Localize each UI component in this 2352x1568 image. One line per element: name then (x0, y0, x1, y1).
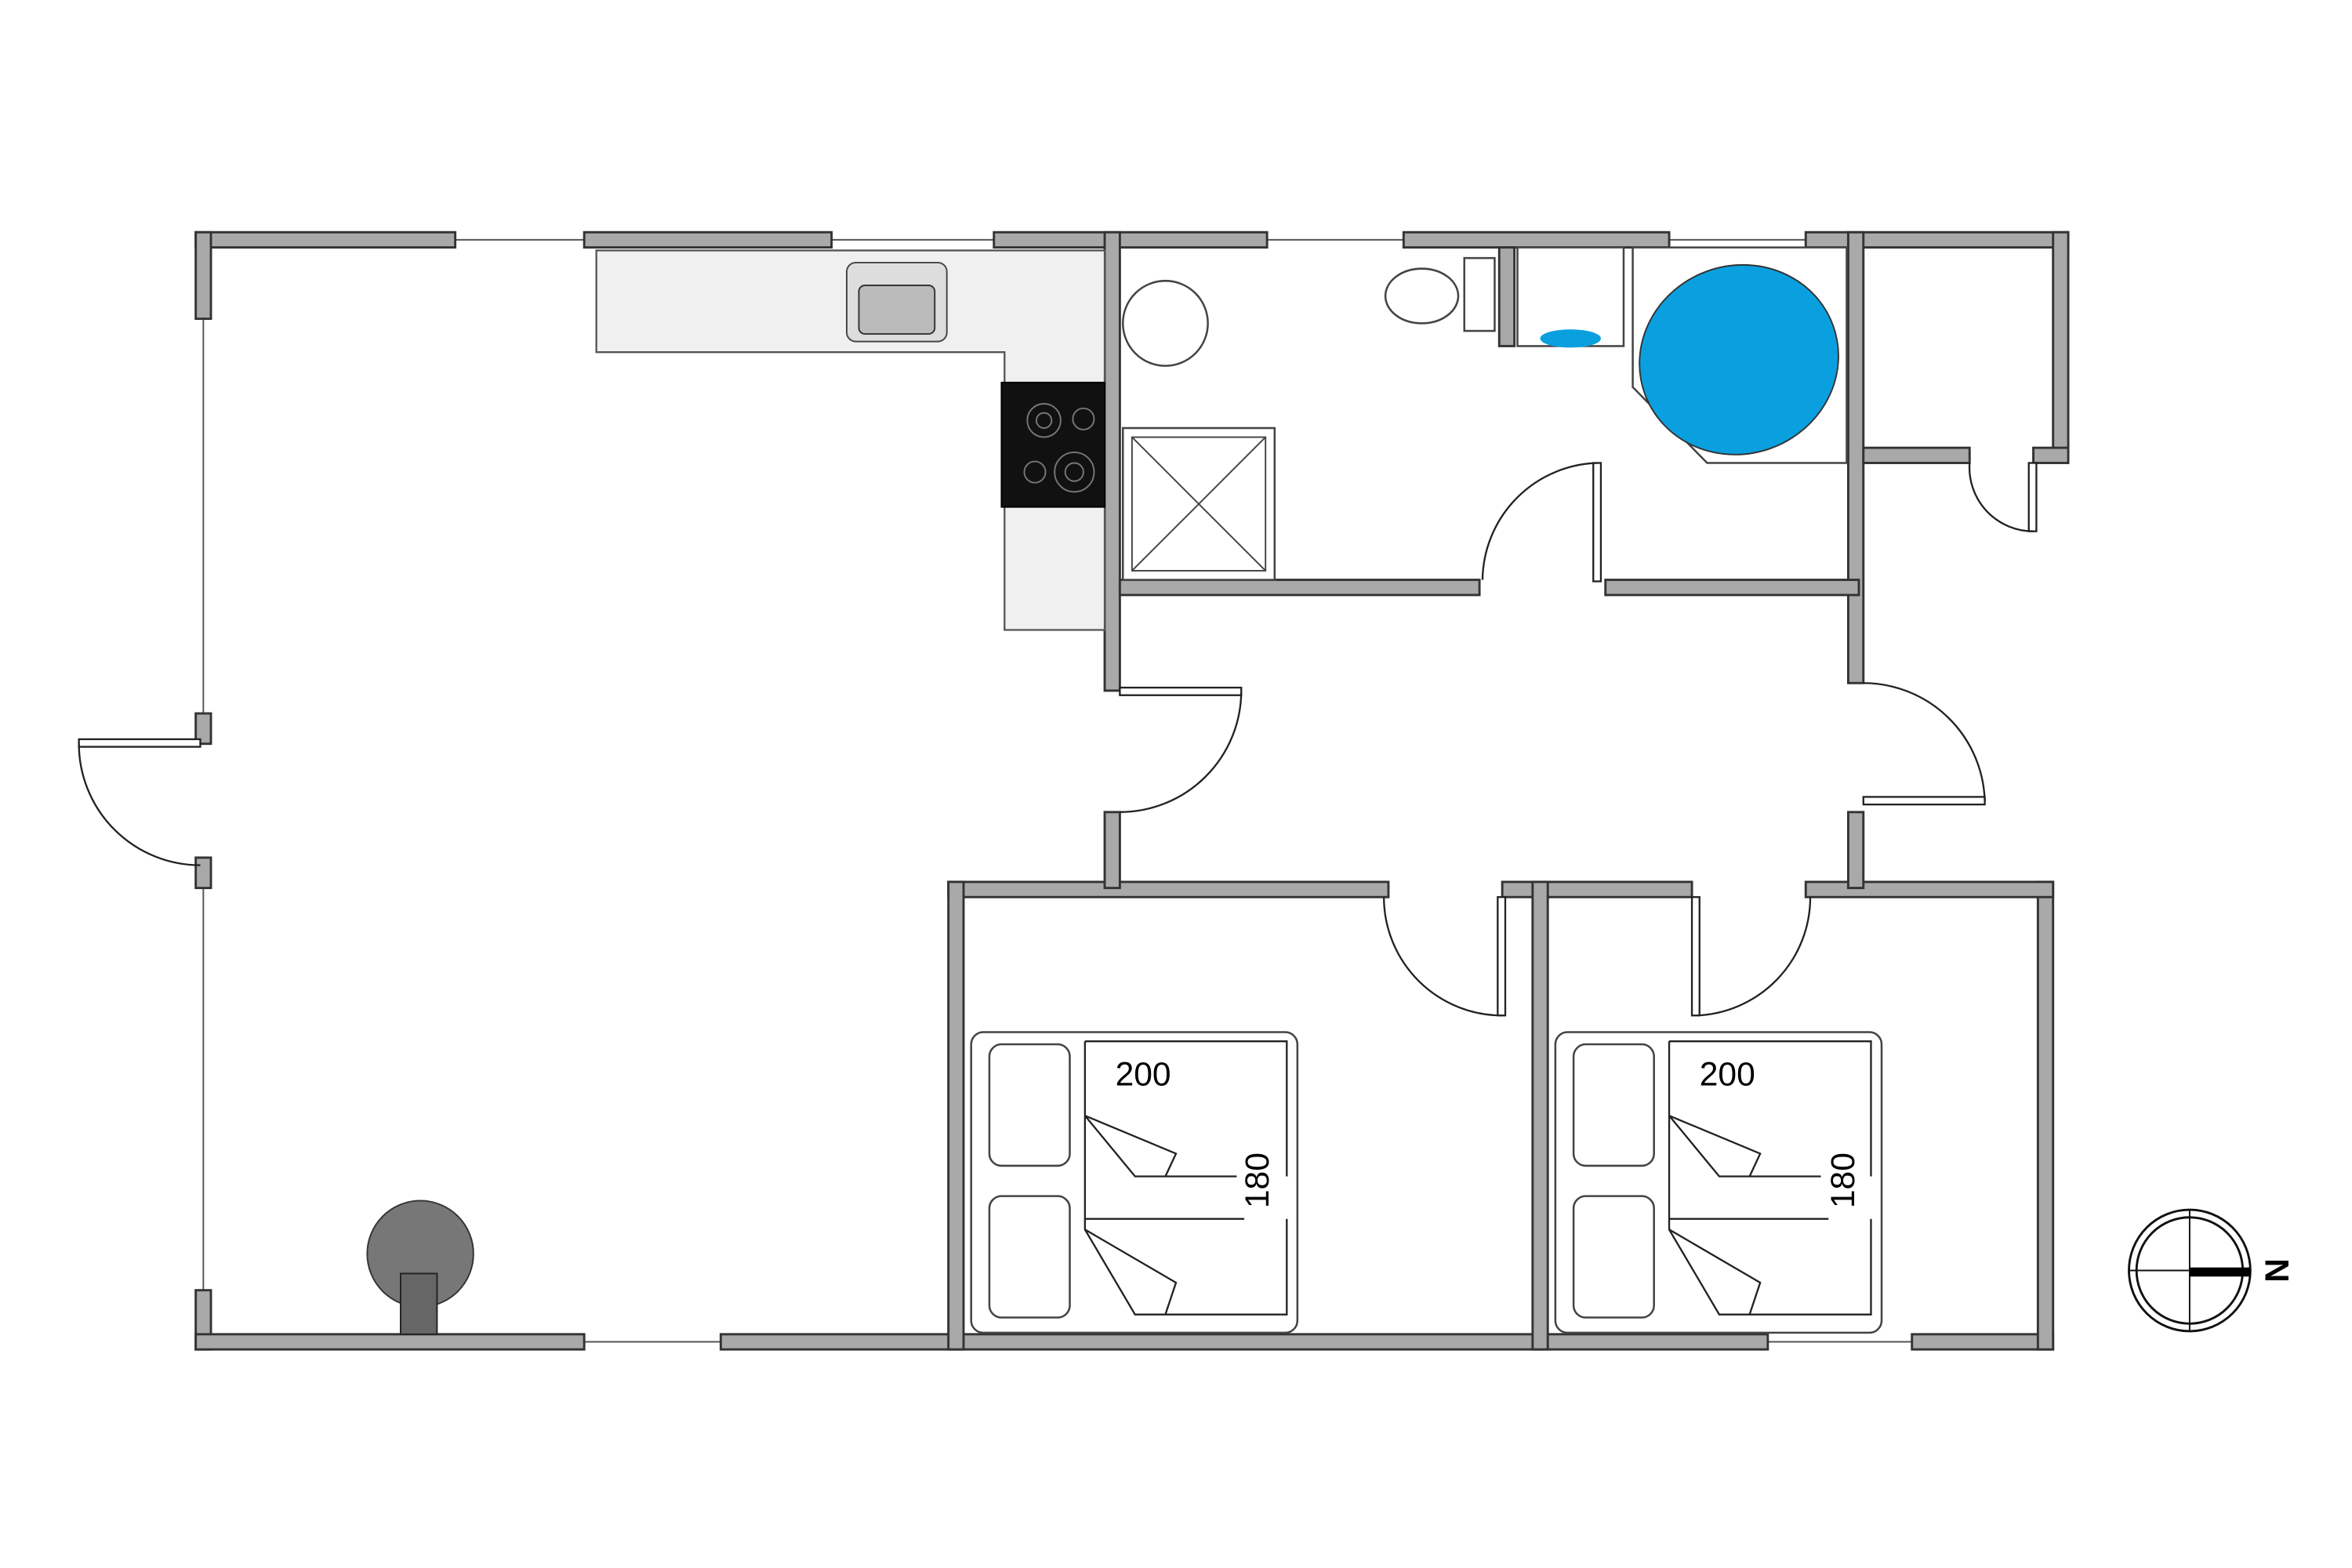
bed-width-label: 180 (1824, 1152, 1862, 1208)
bathroom-door (1481, 462, 1602, 583)
stove (1000, 381, 1105, 508)
bathroom (1122, 246, 1848, 581)
storage-door (1968, 462, 2038, 532)
bathtub-water (1639, 263, 1839, 456)
toilet (1384, 267, 1460, 325)
bedroom-2-door (1690, 896, 1812, 1017)
walls (194, 230, 2070, 1351)
kitchen (595, 249, 1106, 631)
fireplace (366, 1200, 474, 1335)
kitchen-counter (595, 249, 1106, 631)
windows (202, 238, 1912, 1343)
hall-door-left (1119, 686, 1243, 813)
bedroom-1-door (1383, 896, 1507, 1017)
north-label: N (2258, 1258, 2296, 1283)
compass-icon: N (2128, 1208, 2296, 1333)
bedroom-2-bed: 200 180 (1554, 1031, 1883, 1334)
entrance-door (78, 738, 201, 866)
bed-width-label: 180 (1239, 1152, 1276, 1208)
bed-length-label: 200 (1116, 1055, 1171, 1093)
bed-length-label: 200 (1700, 1055, 1755, 1093)
bedroom-1-bed: 200 180 (970, 1031, 1299, 1334)
washbasin (1122, 279, 1209, 367)
doors (78, 462, 2038, 1017)
hall-door-right (1862, 682, 1986, 806)
